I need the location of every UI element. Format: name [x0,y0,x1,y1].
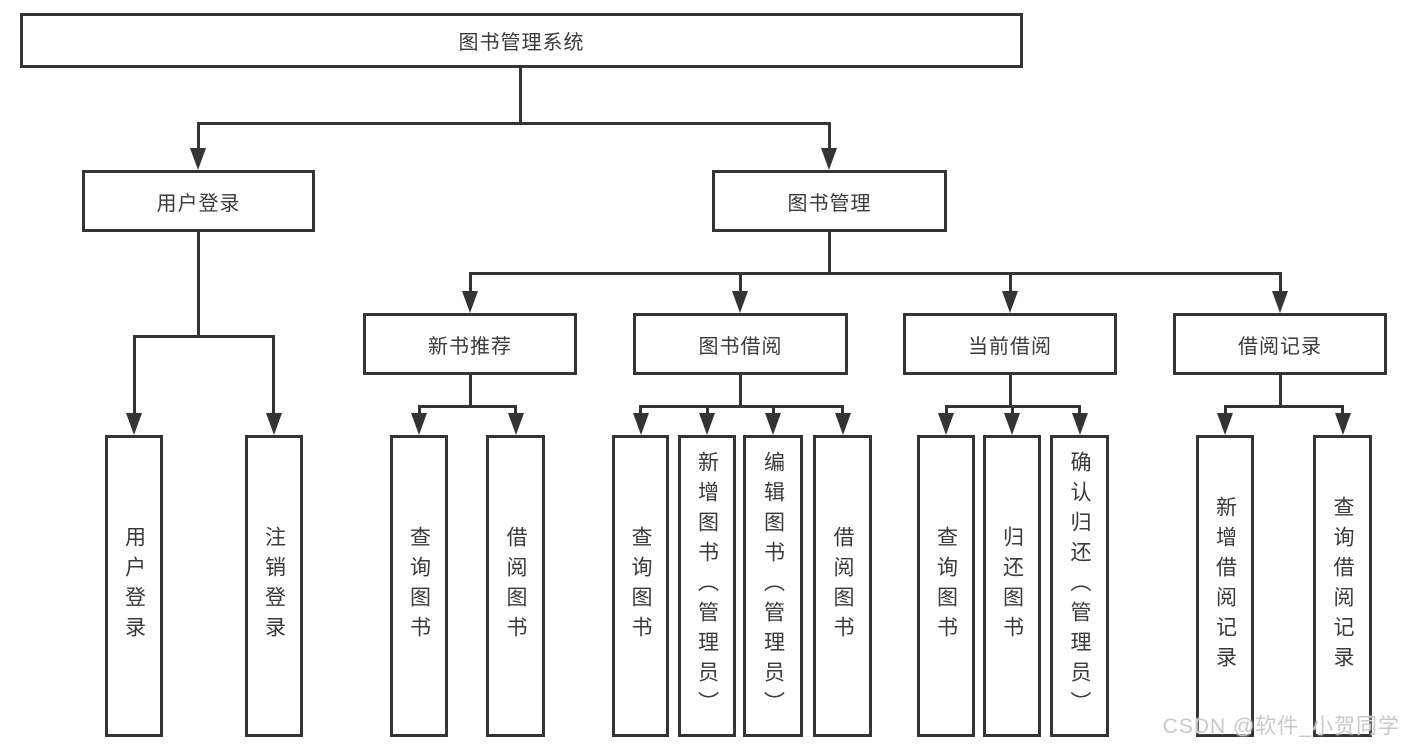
leaf-user-login-label: 用户登录 [122,526,146,646]
node-new-book-recommend: 新书推荐 [363,313,577,375]
connector-line [133,335,275,338]
leaf-query-books-current: 查询图书 [917,435,975,737]
leaf-add-borrow-record-label: 新增借阅记录 [1213,496,1237,676]
node-book-management-label: 图书管理 [787,192,872,215]
leaf-borrow-books-recommend: 借阅图书 [486,435,545,737]
connector-arrow [732,291,748,313]
connector-line [272,335,275,415]
leaf-edit-books-admin-label: 编辑图书（管理员） [761,451,785,721]
connector-line [1224,405,1227,414]
connector-line [1009,272,1012,294]
connector-line [418,405,421,414]
node-borrow-records: 借阅记录 [1173,313,1387,375]
connector-arrow [765,413,781,435]
leaf-borrow-books: 借阅图书 [813,435,872,737]
connector-line [1279,375,1282,406]
leaf-add-books-admin: 新增图书（管理员） [678,435,736,737]
connector-arrow [1072,413,1088,435]
connector-arrow [508,413,524,435]
connector-arrow [633,413,649,435]
connector-line [772,405,775,414]
connector-line [639,405,843,408]
connector-arrow [190,148,206,170]
connector-line [1011,405,1014,414]
connector-line [514,405,517,414]
leaf-confirm-return-admin: 确认归还（管理员） [1050,435,1109,737]
connector-line [1224,405,1344,408]
watermark: CSDN @软件_小贺同学 [1162,715,1400,738]
node-root-label: 图书管理系统 [458,32,585,54]
connector-line [828,232,831,272]
node-current-borrow-label: 当前借阅 [968,335,1052,358]
connector-arrow [266,413,282,435]
connector-line [469,272,1282,275]
connector-line [197,122,831,125]
connector-arrow [1004,413,1020,435]
connector-line [133,335,136,415]
connector-line [197,122,200,150]
connector-arrow [1272,291,1288,313]
connector-line [469,375,472,406]
connector-arrow [1002,291,1018,313]
leaf-query-books-current-label: 查询图书 [934,526,958,646]
leaf-query-books-recommend: 查询图书 [390,435,448,737]
connector-arrow [462,291,478,313]
leaf-query-borrow-record: 查询借阅记录 [1313,435,1372,737]
leaf-user-login: 用户登录 [105,435,163,737]
connector-line [706,405,709,414]
connector-line [739,375,742,406]
connector-line [739,272,742,294]
connector-line [519,68,522,122]
connector-line [945,405,948,414]
node-root: 图书管理系统 [20,13,1023,68]
node-current-borrow: 当前借阅 [903,313,1117,375]
connector-arrow [1217,413,1233,435]
connector-arrow [938,413,954,435]
node-book-borrow-label: 图书借阅 [698,335,783,358]
node-user-login-label: 用户登录 [156,192,241,215]
connector-line [1341,405,1344,414]
connector-line [197,232,200,335]
node-book-management: 图书管理 [712,170,947,232]
connector-line [418,405,517,408]
leaf-borrow-books-label: 借阅图书 [831,526,854,646]
leaf-edit-books-admin: 编辑图书（管理员） [743,435,803,737]
leaf-add-books-admin-label: 新增图书（管理员） [695,451,719,721]
connector-arrow [699,413,715,435]
connector-line [841,405,844,414]
leaf-query-books-recommend-label: 查询图书 [407,526,431,646]
connector-arrow [411,413,427,435]
leaf-logout-label: 注销登录 [262,526,286,646]
leaf-logout: 注销登录 [245,435,303,737]
node-user-login: 用户登录 [82,170,315,232]
connector-line [1078,405,1081,414]
leaf-query-books-borrow: 查询图书 [612,435,669,737]
leaf-borrow-books-recommend-label: 借阅图书 [504,526,527,646]
node-book-borrow: 图书借阅 [633,313,848,375]
connector-line [828,122,831,150]
connector-line [1009,375,1012,406]
leaf-return-books-label: 归还图书 [1000,526,1024,646]
node-borrow-records-label: 借阅记录 [1238,335,1322,358]
node-new-book-recommend-label: 新书推荐 [428,335,512,358]
connector-arrow [1335,413,1351,435]
connector-arrow [126,413,142,435]
leaf-query-borrow-record-label: 查询借阅记录 [1331,496,1354,676]
connector-line [469,272,472,294]
connector-line [1279,272,1282,294]
connector-line [639,405,642,414]
connector-arrow [835,413,851,435]
leaf-return-books: 归还图书 [983,435,1041,737]
leaf-confirm-return-admin-label: 确认归还（管理员） [1068,451,1091,721]
leaf-query-books-borrow-label: 查询图书 [629,526,652,646]
connector-arrow [821,148,837,170]
leaf-add-borrow-record: 新增借阅记录 [1196,435,1254,737]
